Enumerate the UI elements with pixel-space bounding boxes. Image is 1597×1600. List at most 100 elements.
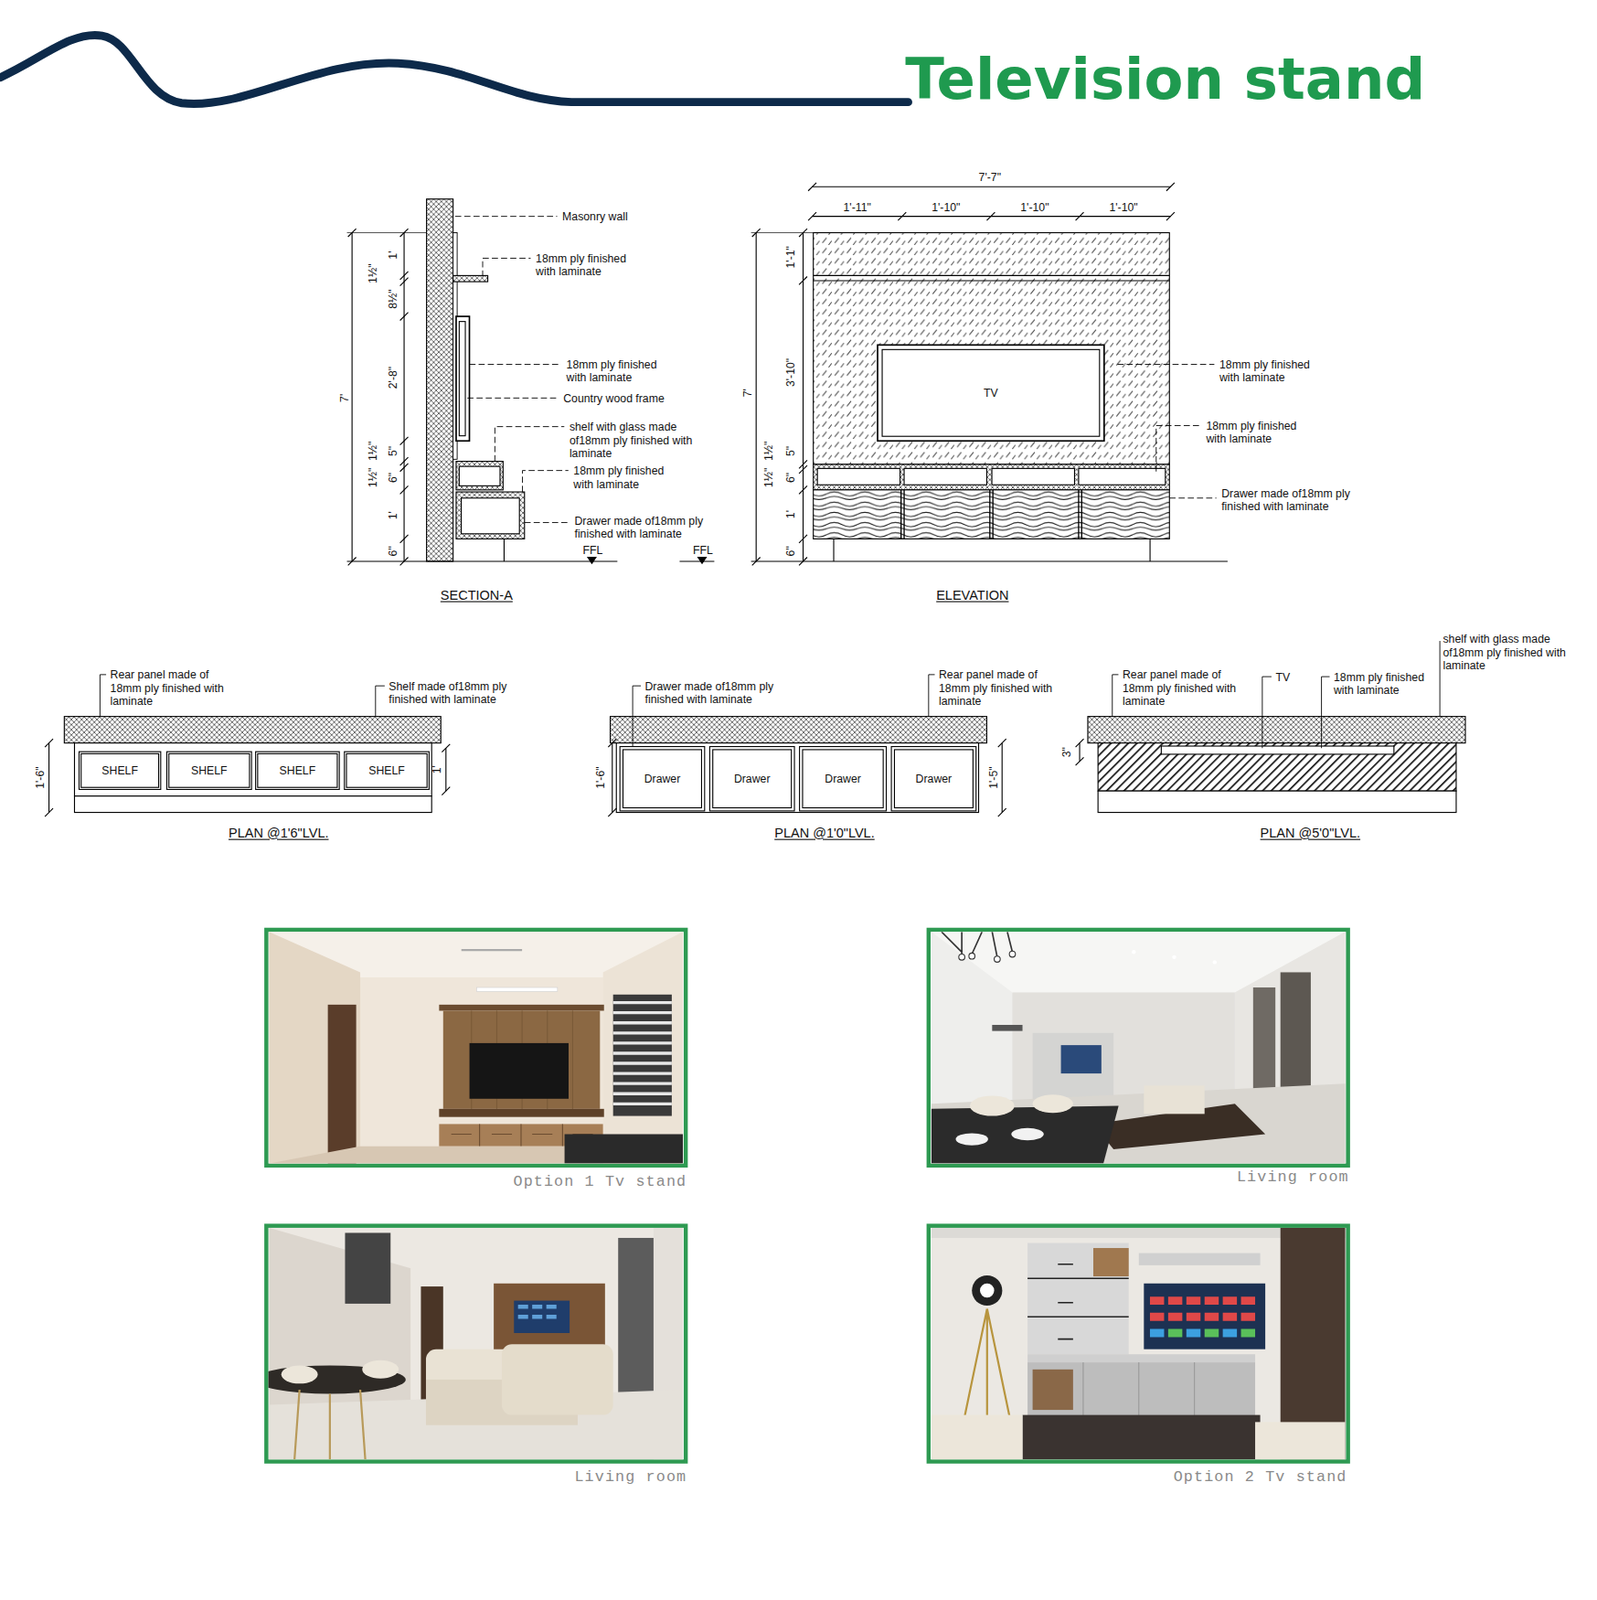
- shelf-box: SHELF: [166, 751, 253, 790]
- box-label: TV: [983, 386, 999, 399]
- plan-shelf-level: [63, 716, 441, 744]
- callout-text: TV: [1275, 670, 1290, 684]
- dimension-text: 1'-1": [784, 245, 799, 268]
- render-living-room: [1213, 959, 1217, 964]
- box-label: SHELF: [191, 764, 228, 777]
- callout-text: Country wood frame: [563, 392, 665, 406]
- elevation: [813, 489, 1171, 540]
- box-label: SHELF: [368, 764, 405, 777]
- render-living-room: [958, 954, 966, 961]
- elevation: [904, 468, 987, 485]
- render-living-room: [968, 952, 976, 959]
- section-a: [456, 491, 525, 539]
- plan-tv-level: [1078, 743, 1080, 762]
- section-a: [679, 560, 714, 562]
- callout-text: Drawer made of18mm ply finished with lam…: [574, 514, 713, 542]
- leader-line: [1112, 674, 1119, 717]
- callout-text: 18mm ply finished with laminate: [535, 252, 639, 279]
- render-living-room: [1009, 950, 1016, 958]
- shelf-box: SHELF: [255, 751, 341, 790]
- dimension-text: 2'-8": [385, 366, 400, 389]
- leader-line: [1321, 676, 1331, 748]
- plan-shelf-level: [44, 716, 450, 817]
- dimension-text: 5": [385, 446, 400, 457]
- drawer-box: Drawer: [891, 745, 978, 811]
- elevation: [877, 344, 1105, 441]
- render-option-2: [1027, 1243, 1129, 1355]
- render-option-1: [603, 931, 683, 1163]
- render-living-room: [1032, 1094, 1074, 1113]
- render-living-room: [1032, 1032, 1115, 1104]
- leader-line: [468, 363, 561, 365]
- render-living-room: [501, 1343, 614, 1415]
- dimension-text: 7': [338, 393, 352, 403]
- sheet-title: Television stand: [904, 51, 1426, 109]
- render-option-1: [564, 1133, 683, 1163]
- render-option-1: [268, 931, 361, 1163]
- render-option-2: [1093, 1247, 1129, 1277]
- render-option-1: [469, 1043, 569, 1099]
- render-option-2: [979, 1283, 994, 1298]
- plan-shelf-level: [48, 743, 50, 813]
- render-option-2: [961, 1308, 1012, 1430]
- render-living-room: [991, 1024, 1023, 1032]
- dimension-text: 1': [385, 511, 400, 520]
- render-option-2: [1032, 1369, 1074, 1410]
- dimension-text: 1': [784, 510, 799, 519]
- elevation: [751, 182, 1228, 566]
- dimension-text: 6": [784, 545, 799, 556]
- plan-shelf-level: [441, 744, 450, 796]
- render-option-1: [438, 1108, 604, 1118]
- view-title: ELEVATION: [936, 587, 1009, 604]
- render-frame: [266, 929, 686, 1166]
- section-a: [503, 538, 505, 562]
- elevation: [901, 489, 1083, 540]
- render-frame: [928, 1225, 1349, 1462]
- dimension-text: 3": [1060, 746, 1075, 757]
- view-title: PLAN @1'6"LVL.: [228, 825, 330, 842]
- section-a: [426, 199, 454, 562]
- dimension-text: 1'-5": [987, 766, 1001, 788]
- render-option-1: [613, 1002, 672, 1105]
- header-wave: [0, 34, 909, 104]
- render-living-room: [931, 931, 1346, 1163]
- elevation: [808, 182, 1175, 192]
- render-option-2: [1139, 1253, 1261, 1266]
- shelf-box: SHELF: [343, 751, 430, 790]
- box-label: Drawer: [915, 772, 953, 785]
- callout-text: Rear panel made of 18mm ply finished wit…: [110, 668, 234, 709]
- elevation: [991, 468, 1075, 485]
- dimension-text: 7'-7": [979, 170, 1001, 184]
- render-option-2: [1027, 1362, 1256, 1418]
- shelf-box: SHELF: [78, 751, 161, 790]
- callout-text: shelf with glass made of18mm ply finishe…: [1442, 632, 1576, 673]
- leader-line: [1439, 640, 1441, 717]
- plan-drawer-level: [607, 716, 1006, 817]
- dimension-text: 1': [429, 765, 444, 774]
- render-living-room: [344, 1232, 391, 1303]
- dimension-text: 8½": [385, 288, 400, 309]
- callout-text: Masonry wall: [562, 210, 629, 224]
- plan-drawer-level: [616, 743, 979, 813]
- callout-text: Shelf made of18mm ply finished with lami…: [388, 679, 517, 706]
- callout-text: 18mm ply finished with laminate: [1205, 419, 1309, 447]
- elevation: [751, 232, 814, 234]
- image-caption: Option 2 Tv stand: [1173, 1468, 1348, 1487]
- render-living-room: [518, 1306, 557, 1317]
- plan-tv-level: [1075, 716, 1466, 813]
- render-living-room: [1061, 1044, 1102, 1074]
- render-option-2: [1255, 1421, 1345, 1459]
- dimension-text: 6": [385, 472, 400, 483]
- box-label: Drawer: [824, 772, 862, 785]
- callout-text: 18mm ply finished with laminate: [1333, 670, 1437, 697]
- render-living-room: [994, 956, 1001, 963]
- render-option-2: [1168, 1329, 1256, 1338]
- leader-line: [99, 640, 1440, 748]
- section-a: [461, 498, 521, 534]
- dimension-text: 6": [385, 545, 400, 556]
- header-wave: [0, 34, 909, 104]
- render-option-1: [613, 994, 672, 1117]
- leader-line: [522, 470, 569, 492]
- render-option-2: [931, 1227, 1346, 1459]
